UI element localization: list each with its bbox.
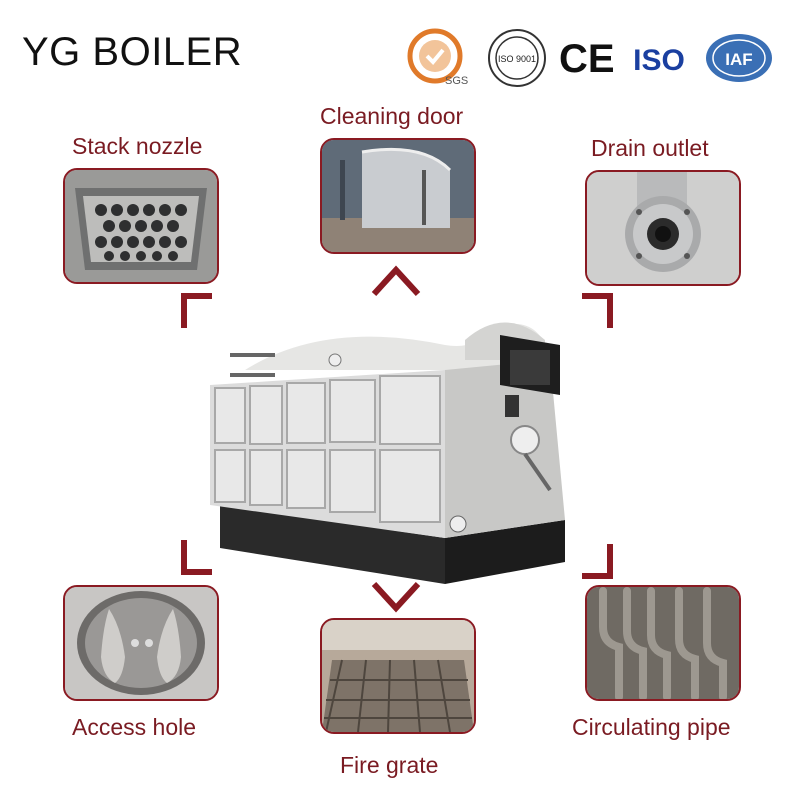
iso9001-badge-icon: ISO 9001: [488, 29, 546, 87]
sgs-label: SGS: [445, 75, 468, 87]
arrow-cleaning-door-icon: [371, 265, 421, 297]
arrow-circulating-pipe-icon: [582, 544, 613, 579]
ce-mark-icon: CE: [559, 37, 613, 81]
iso-label: ISO: [633, 44, 685, 77]
access-hole-photo: [63, 585, 219, 701]
label-access-hole: Access hole: [72, 714, 197, 740]
label-fire-grate: Fire grate: [340, 752, 439, 778]
iaf-label: IAF: [725, 50, 752, 69]
cleaning-door-photo: [320, 138, 476, 254]
iso-logo-icon: ISO: [633, 44, 685, 77]
arrow-fire-grate-icon: [371, 581, 421, 613]
label-circulating-pipe: Circulating pipe: [572, 714, 731, 740]
certification-logos: SGS ISO 9001 CE ISO IAF: [405, 26, 780, 90]
drain-outlet-photo: [585, 170, 741, 286]
boiler-illustration: [210, 322, 565, 584]
label-drain-outlet: Drain outlet: [591, 135, 709, 161]
arrow-stack-nozzle-icon: [181, 293, 212, 328]
iaf-logo-icon: IAF: [706, 34, 772, 82]
sgs-badge-icon: SGS: [407, 28, 468, 87]
arrow-drain-outlet-icon: [582, 293, 613, 328]
fire-grate-photo: [320, 618, 476, 734]
iso9001-label: ISO 9001: [498, 54, 536, 64]
label-cleaning-door: Cleaning door: [320, 103, 464, 129]
circulating-pipe-photo: [585, 585, 741, 701]
stack-nozzle-photo: [63, 168, 219, 284]
label-stack-nozzle: Stack nozzle: [72, 133, 203, 159]
ce-label: CE: [559, 37, 613, 81]
arrow-access-hole-icon: [181, 540, 212, 575]
brand-logo: YG BOILER: [22, 30, 243, 74]
